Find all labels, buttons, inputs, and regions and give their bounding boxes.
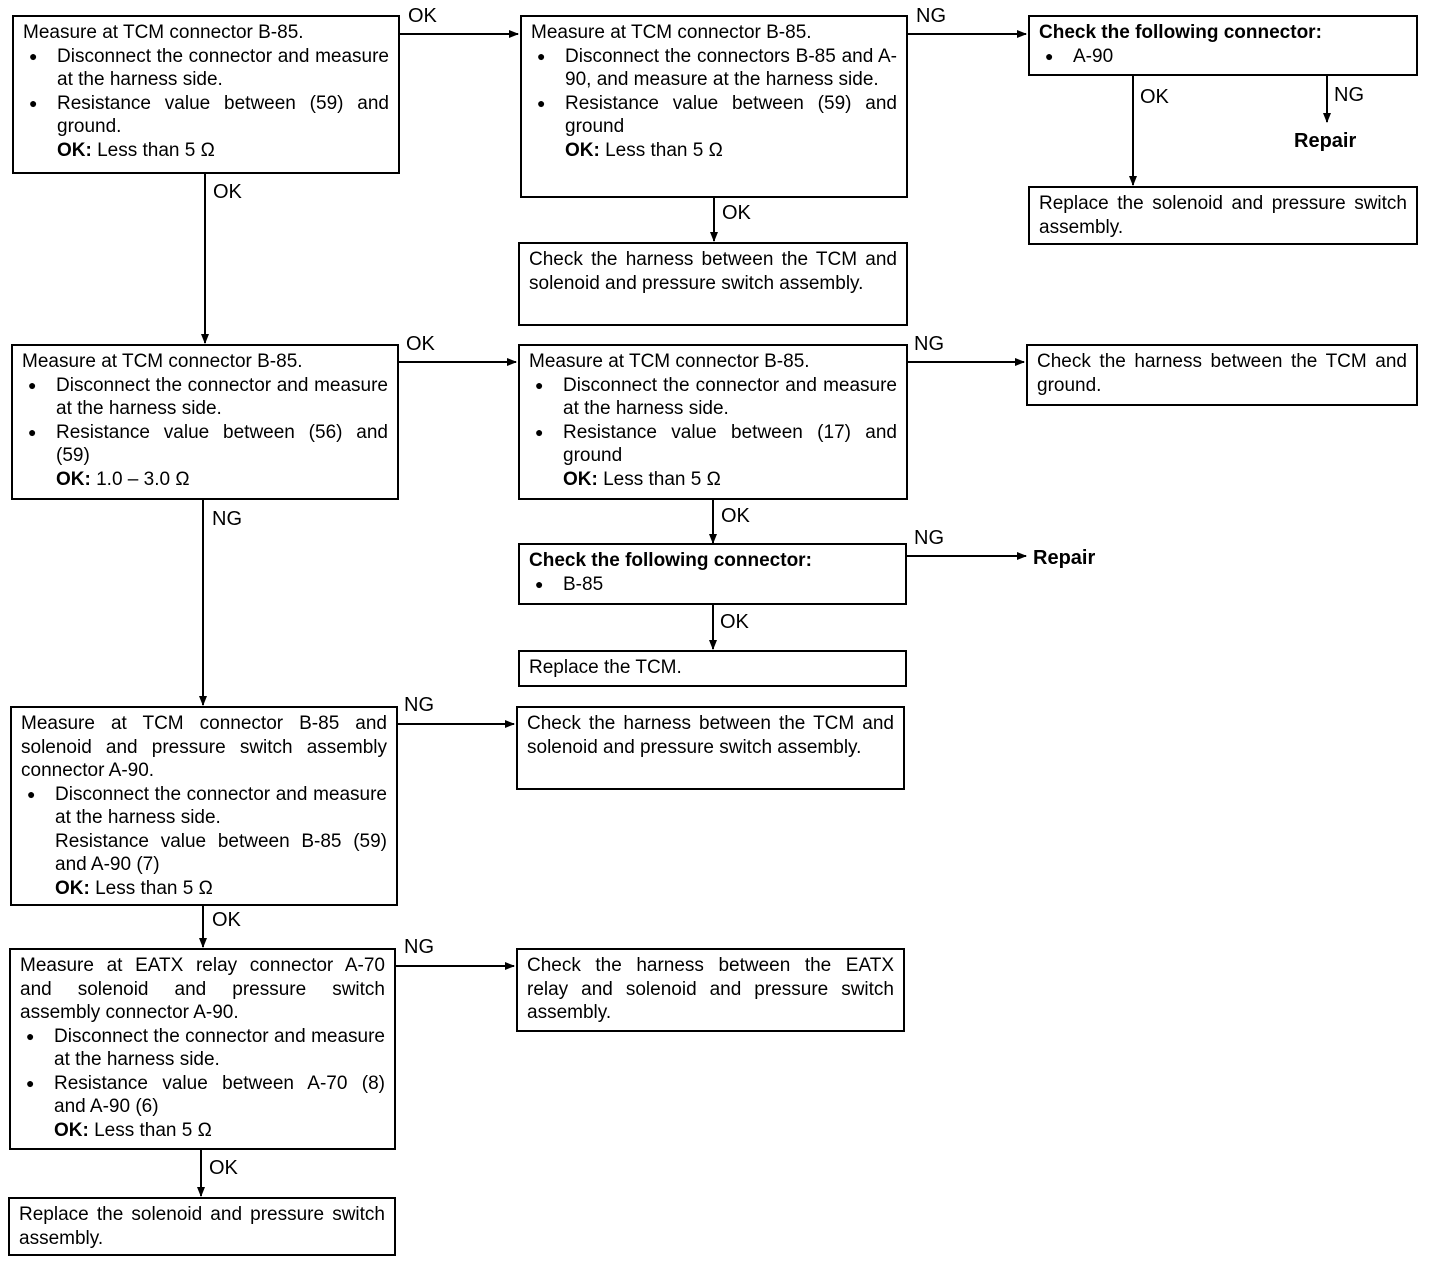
branch-label-ok: OK: [1140, 86, 1169, 108]
step-check-connector-b85: Check the following connector: B-85: [518, 543, 907, 605]
step-text: Replace the TCM.: [529, 657, 682, 678]
ok-value: Less than 5 Ω: [605, 139, 723, 161]
step-measure-59-ground: Measure at TCM connector B-85. Disconnec…: [12, 15, 400, 174]
branch-label-ng: NG: [212, 508, 242, 530]
bullet-item: Disconnect the connector and measure at …: [22, 374, 388, 421]
step-measure-b85-a90: Measure at TCM connector B-85 and soleno…: [10, 706, 398, 906]
ok-criterion: OK: 1.0 – 3.0 Ω: [22, 468, 388, 492]
step-heading: Measure at EATX relay connector A-70 and…: [20, 955, 385, 1023]
ok-label: OK:: [565, 139, 600, 161]
step-heading: Measure at TCM connector B-85.: [529, 351, 810, 372]
ok-criterion: OK: Less than 5 Ω: [531, 139, 897, 163]
step-text: Replace the solenoid and pressure switch…: [19, 1204, 385, 1249]
step-check-harness-tcm-ground: Check the harness between the TCM and gr…: [1026, 344, 1418, 406]
bullet-item: Disconnect the connector and measure at …: [23, 45, 389, 92]
bullet-item: Resistance value between (59) and ground…: [23, 92, 389, 139]
branch-label-ng: NG: [916, 5, 946, 27]
ok-criterion: OK: Less than 5 Ω: [21, 877, 387, 901]
bullet-item: Disconnect the connectors B-85 and A-90,…: [531, 45, 897, 92]
step-check-harness-eatx-solenoid: Check the harness between the EATX relay…: [516, 948, 905, 1032]
bullet-item: Resistance value between A-70 (8) and A-…: [20, 1072, 385, 1119]
ok-criterion: OK: Less than 5 Ω: [23, 139, 389, 163]
branch-label-ok: OK: [406, 333, 435, 355]
outcome-repair: Repair: [1294, 130, 1357, 152]
branch-label-ng: NG: [1334, 84, 1364, 106]
bullet-item: Resistance value between (56) and (59): [22, 421, 388, 468]
bullet-item: Resistance value between (59) and ground: [531, 92, 897, 139]
branch-label-ok: OK: [721, 505, 750, 527]
branch-label-ng: NG: [404, 936, 434, 958]
step-check-harness-tcm-solenoid-2: Check the harness between the TCM and so…: [516, 706, 905, 790]
ok-value: 1.0 – 3.0 Ω: [96, 468, 190, 490]
branch-label-ok: OK: [213, 181, 242, 203]
ok-value: Less than 5 Ω: [95, 877, 213, 899]
step-heading: Measure at TCM connector B-85.: [22, 351, 303, 372]
step-text: Check the harness between the EATX relay…: [527, 955, 894, 1023]
step-check-connector-a90: Check the following connector: A-90: [1028, 15, 1418, 76]
step-measure-17-ground: Measure at TCM connector B-85. Disconnec…: [518, 344, 908, 500]
bullet-item: Disconnect the connector and measure at …: [21, 783, 387, 830]
ok-label: OK:: [563, 468, 598, 490]
ok-value: Less than 5 Ω: [94, 1119, 212, 1141]
branch-label-ng: NG: [914, 527, 944, 549]
branch-label-ok: OK: [722, 202, 751, 224]
branch-label-ok: OK: [209, 1157, 238, 1179]
ok-label: OK:: [56, 468, 91, 490]
ok-criterion: OK: Less than 5 Ω: [529, 468, 897, 492]
bullet-item: Disconnect the connector and measure at …: [20, 1025, 385, 1072]
step-heading: Check the following connector:: [529, 550, 812, 571]
ok-label: OK:: [57, 139, 92, 161]
branch-label-ok: OK: [212, 909, 241, 931]
resistance-spec: Resistance value between B-85 (59) and A…: [55, 830, 387, 876]
step-heading: Check the following connector:: [1039, 22, 1322, 43]
step-replace-solenoid: Replace the solenoid and pressure switch…: [1028, 186, 1418, 245]
branch-label-ng: NG: [404, 694, 434, 716]
step-text: Check the harness between the TCM and so…: [527, 713, 894, 758]
step-text: Check the harness between the TCM and so…: [529, 249, 897, 294]
ok-value: Less than 5 Ω: [97, 139, 215, 161]
branch-label-ok: OK: [408, 5, 437, 27]
bullet-item: Resistance value between (17) and ground: [529, 421, 897, 468]
ok-label: OK:: [55, 877, 90, 899]
step-heading: Measure at TCM connector B-85.: [23, 22, 304, 43]
bullet-item: B-85: [529, 573, 896, 597]
step-measure-a70-a90: Measure at EATX relay connector A-70 and…: [9, 948, 396, 1150]
step-text: Replace the solenoid and pressure switch…: [1039, 193, 1407, 238]
ok-label: OK:: [54, 1119, 89, 1141]
step-check-harness-tcm-solenoid: Check the harness between the TCM and so…: [518, 242, 908, 326]
ok-criterion: OK: Less than 5 Ω: [20, 1119, 385, 1143]
branch-label-ng: NG: [914, 333, 944, 355]
step-replace-tcm: Replace the TCM.: [518, 650, 907, 687]
step-heading: Measure at TCM connector B-85.: [531, 22, 812, 43]
step-text: Check the harness between the TCM and gr…: [1037, 351, 1407, 396]
step-measure-56-59: Measure at TCM connector B-85. Disconnec…: [11, 344, 399, 500]
step-measure-59-ground-disconnected: Measure at TCM connector B-85. Disconnec…: [520, 15, 908, 198]
bullet-item: A-90: [1039, 45, 1407, 69]
branch-label-ok: OK: [720, 611, 749, 633]
ok-value: Less than 5 Ω: [603, 468, 721, 490]
outcome-repair: Repair: [1033, 547, 1096, 569]
step-replace-solenoid-final: Replace the solenoid and pressure switch…: [8, 1197, 396, 1256]
step-heading: Measure at TCM connector B-85 and soleno…: [21, 713, 387, 781]
bullet-item: Disconnect the connector and measure at …: [529, 374, 897, 421]
